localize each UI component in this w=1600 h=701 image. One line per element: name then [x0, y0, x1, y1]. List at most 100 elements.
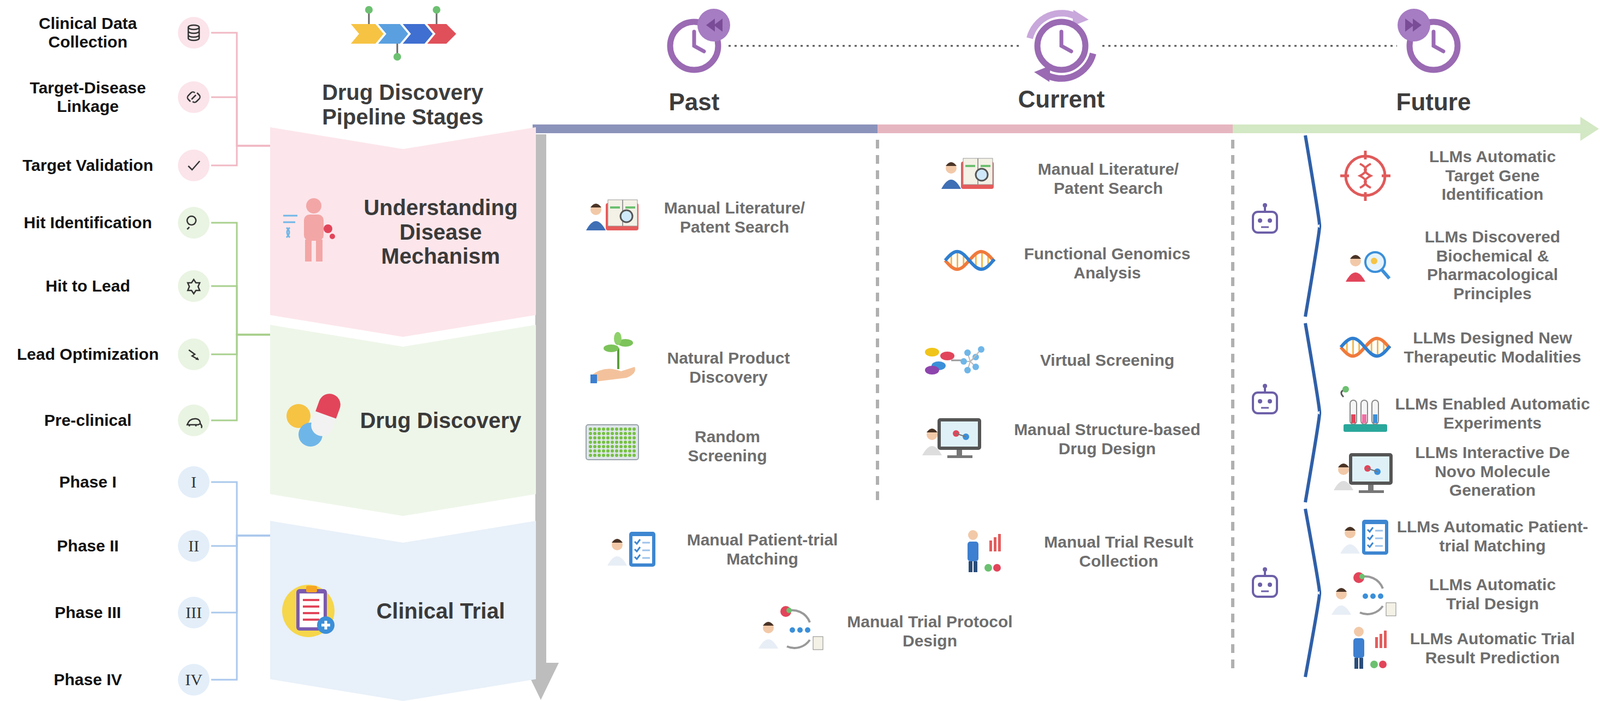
illustration-part	[940, 351, 955, 361]
illustration-part	[302, 598, 320, 601]
pipeline-stage: Phase IVIV	[1, 663, 212, 696]
method-label: LLMs Automatic Target Gene Identificatio…	[1413, 147, 1572, 205]
pin-head	[393, 52, 402, 61]
illustration-part	[586, 424, 639, 460]
illustration-part	[593, 427, 597, 431]
illustration-part	[597, 436, 601, 440]
illustration-part	[632, 449, 636, 453]
illustration-part	[642, 557, 650, 559]
illustration-part	[606, 449, 610, 453]
illustration-part	[315, 390, 344, 419]
stage-name: Phase III	[1, 603, 175, 623]
method-label: Virtual Screening	[1025, 350, 1190, 370]
illustration-part	[1365, 252, 1385, 272]
bracket-connector	[211, 535, 271, 680]
phase-numeral: III	[177, 595, 211, 629]
illustration-part	[619, 431, 623, 435]
illustration-part	[615, 436, 619, 440]
book-icon	[586, 199, 639, 231]
method-label: Manual Structure-based Drug Design	[1002, 420, 1213, 458]
illustration-part	[1375, 529, 1383, 532]
illustration-part	[632, 436, 636, 440]
robot-icon	[1252, 203, 1277, 233]
illustration-part	[964, 366, 971, 374]
illustration-part	[1375, 545, 1383, 547]
stage-name: Clinical Data Collection	[1, 14, 175, 52]
illustration-part	[187, 216, 196, 230]
stage-name: Hit to Lead	[1, 276, 175, 296]
illustration-part	[623, 449, 628, 453]
illustration-part	[593, 444, 597, 449]
illustration-part	[975, 168, 988, 181]
clip-icon	[1340, 519, 1389, 555]
stage-glyph	[188, 349, 199, 360]
illustration-part	[177, 149, 210, 182]
illustration-part	[1433, 31, 1444, 52]
illustration-part	[1362, 414, 1367, 423]
illustration-part	[623, 436, 628, 440]
illustration-part	[177, 596, 210, 629]
method-label: LLMs Automatic Patient-trial Matching	[1394, 517, 1591, 555]
future-bracket	[1305, 323, 1320, 503]
illustration-part	[1360, 400, 1368, 425]
illustration-part	[188, 25, 200, 41]
illustration-part	[1257, 582, 1263, 587]
chevron	[427, 24, 457, 44]
illustration-part	[632, 444, 636, 449]
illustration-part	[786, 607, 792, 613]
illustration-part	[1261, 590, 1269, 593]
illustration-part	[606, 444, 610, 449]
illustration-part	[1412, 18, 1422, 32]
illustration-part	[302, 618, 320, 621]
stage-band: Clinical Trial	[270, 520, 536, 701]
illustration-part	[941, 179, 961, 189]
illustration-part	[1348, 452, 1393, 485]
illustration-part	[283, 215, 298, 238]
illustration-part	[1261, 407, 1269, 409]
pipeline-stage: Phase IIII	[1, 529, 212, 563]
illustration-part	[611, 538, 623, 543]
illustration-part	[615, 453, 619, 457]
illustration-part	[1370, 257, 1378, 265]
illustration-part	[597, 440, 601, 444]
pin	[436, 12, 438, 25]
stage-badge	[177, 206, 211, 240]
illustration-part	[786, 639, 810, 648]
illustration-part	[1375, 537, 1383, 540]
column-divider	[875, 139, 880, 500]
illustration-part	[922, 445, 942, 456]
illustration-part	[1367, 527, 1373, 532]
illustration-part	[1353, 571, 1365, 583]
method-label: Manual Literature/ Patent Search	[647, 198, 822, 237]
band-title: Understanding Disease Mechanism	[351, 195, 530, 269]
badge-shape	[177, 337, 211, 371]
illustration-part	[597, 449, 601, 453]
illustration-part	[187, 418, 202, 428]
dna-icon	[1340, 337, 1390, 357]
illustration-part	[619, 436, 623, 440]
illustration-part	[177, 404, 210, 437]
stage-badge	[177, 269, 211, 303]
dna-icon	[945, 250, 995, 271]
illustration-part	[1386, 602, 1396, 616]
illustration-part	[629, 531, 656, 567]
stage-band: Drug Discovery	[270, 324, 536, 516]
phase-numeral: IV	[177, 663, 211, 696]
illustration-part	[628, 427, 632, 431]
illustration-part	[610, 453, 614, 457]
illustration-part	[945, 162, 957, 174]
illustration-part	[963, 158, 993, 185]
clock-icon	[1029, 9, 1094, 82]
illustration-part	[1257, 398, 1263, 404]
illustration-part	[588, 449, 593, 453]
illustration-part	[597, 427, 601, 431]
future-bracket	[1305, 135, 1320, 317]
illustration-part	[619, 449, 623, 453]
illustration-part	[926, 428, 938, 440]
illustration-part	[619, 453, 623, 457]
pipeline-stage: Hit Identification	[1, 206, 212, 240]
illustration-part	[797, 627, 803, 633]
illustration-part	[593, 453, 597, 457]
illustration-part	[628, 440, 632, 444]
